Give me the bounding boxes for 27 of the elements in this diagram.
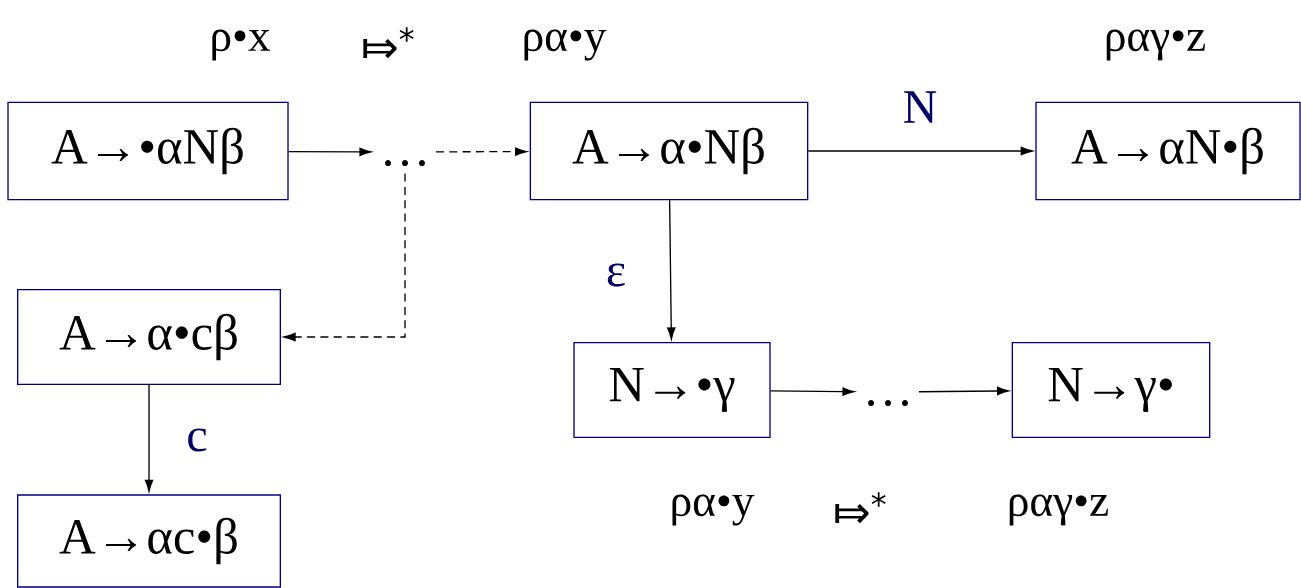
arrow: [283, 172, 406, 342]
item-box: A→•αNβ: [7, 101, 289, 201]
formula-text: ⤇$^{*}$: [363, 27, 414, 59]
arrow: [144, 384, 154, 492]
item-box: N→γ•: [1011, 342, 1211, 438]
edge-label: N: [904, 91, 937, 123]
formula-text: ρα•y: [524, 29, 607, 61]
edge-label: c: [188, 428, 207, 452]
arrow: [666, 199, 676, 340]
item-box: A→αN•β: [1035, 101, 1301, 201]
item-box: A→α•Nβ: [529, 101, 809, 201]
formula-text: ⤇$^{*}$: [835, 492, 886, 524]
arrow: [770, 387, 855, 396]
ellipsis-text: …: [385, 160, 425, 167]
formula-text: ραγ•z: [1009, 494, 1108, 526]
formula-text: ραγ•z: [1106, 29, 1205, 61]
formula-text: ρα•y: [672, 494, 755, 526]
item-box: A→αc•β: [17, 494, 281, 588]
item-box: A→α•cβ: [17, 289, 281, 385]
arrow: [918, 386, 1010, 396]
arrow: [807, 146, 1033, 156]
arrow: [435, 147, 528, 156]
arrow: [288, 147, 372, 157]
item-box: N→•γ: [573, 342, 771, 438]
ellipsis-text: …: [868, 400, 908, 407]
edge-label: ε: [607, 263, 625, 287]
formula-text: ρ•x: [212, 29, 271, 61]
